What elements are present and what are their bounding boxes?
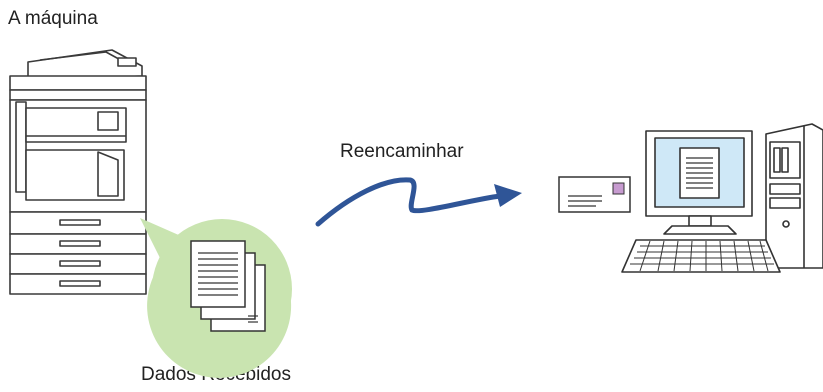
forward-arrow — [315, 177, 522, 227]
machine-label: A máquina — [8, 8, 98, 29]
envelope-icon — [558, 176, 631, 213]
multifunction-printer-icon — [9, 49, 147, 295]
desktop-computer-icon — [621, 123, 823, 273]
documents-icon — [190, 240, 266, 332]
forward-label: Reencaminhar — [340, 141, 464, 162]
